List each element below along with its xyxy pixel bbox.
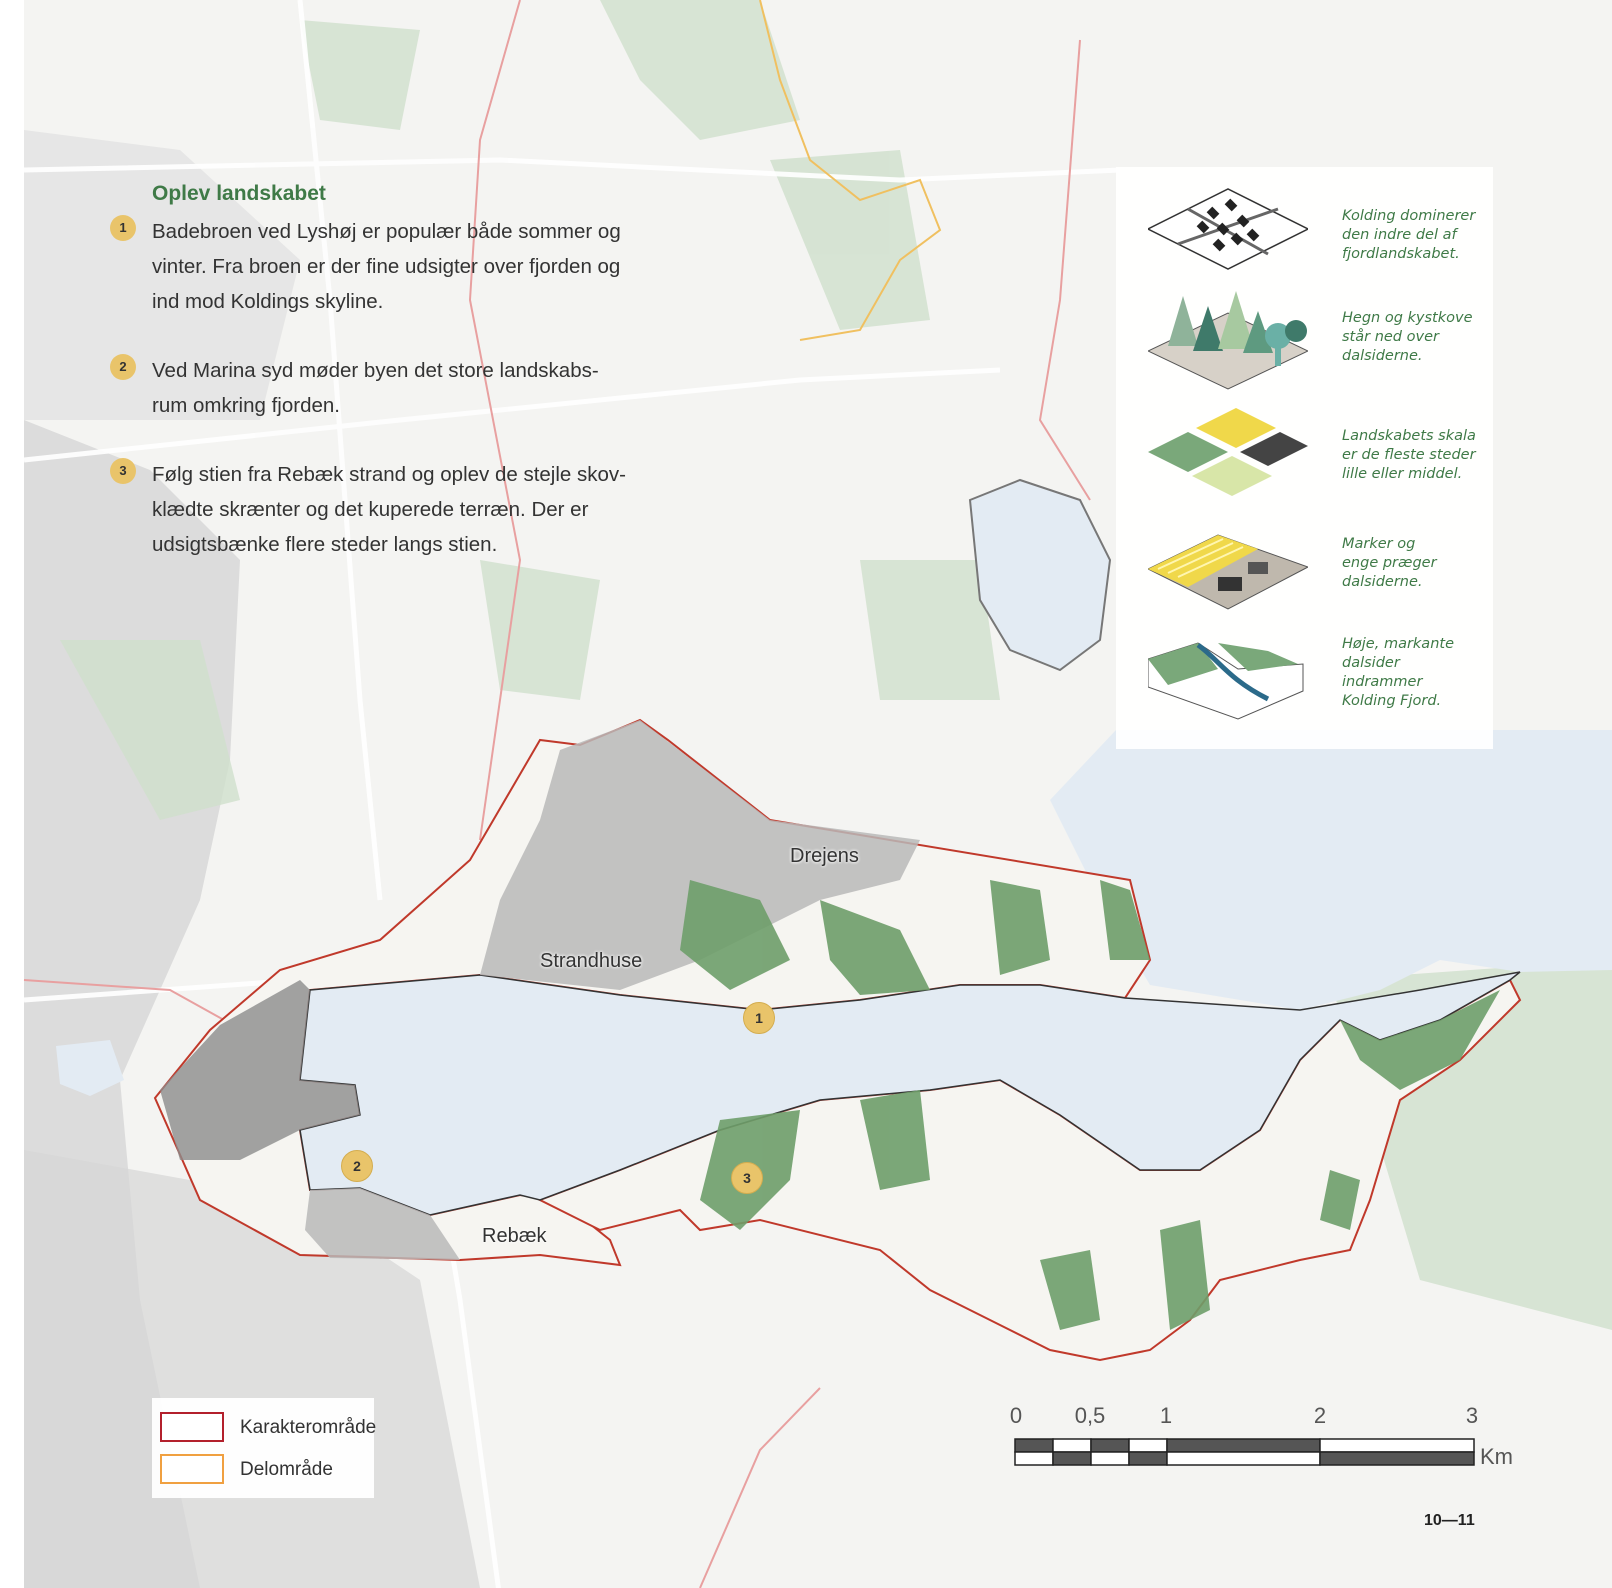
intro-item: 1 Badebroen ved Lyshøj er populær både s…	[110, 214, 700, 319]
field-scale-icon	[1148, 408, 1308, 496]
page-number: 10—11	[1424, 1512, 1475, 1529]
characteristic-text: Kolding dominerer den indre del af fjord…	[1342, 208, 1476, 262]
legend-label: Karakterområde	[240, 1417, 377, 1438]
legend-swatch-karakteromraade	[160, 1412, 224, 1442]
scale-label: 3	[1465, 1403, 1479, 1428]
intro-item: 3 Følg stien fra Rebæk strand og oplev d…	[110, 457, 700, 562]
urban-drejens	[480, 720, 920, 990]
valley-river-icon	[1148, 642, 1304, 720]
number-badge: 2	[110, 354, 136, 380]
lake-north	[968, 478, 1112, 672]
characteristic-text: Landskabets skala er de fleste steder li…	[1342, 428, 1476, 482]
characteristic-text: Høje, markante dalsider indrammer Koldin…	[1342, 636, 1454, 709]
legend-label: Delområde	[240, 1459, 333, 1480]
characteristic-text: Marker og enge præger dalsiderne.	[1342, 536, 1437, 590]
characteristics-panel: Kolding dominerer den indre del af fjord…	[1116, 167, 1493, 749]
place-label-strandhuse: Strandhuse	[540, 950, 643, 972]
fjord-water	[299, 971, 1521, 1216]
scale-bar	[1014, 1438, 1475, 1466]
lake-west	[56, 1040, 124, 1096]
scale-label: 0	[1009, 1403, 1023, 1428]
urban-rebaek	[305, 1188, 460, 1260]
place-label-drejens: Drejens	[790, 845, 859, 867]
intro-panel: Oplev landskabet 1 Badebroen ved Lyshøj …	[110, 182, 700, 596]
map-legend: Karakterområde Delområde	[152, 1398, 377, 1498]
characteristic-item: Landskabets skala er de fleste steder li…	[1116, 402, 1493, 512]
characteristic-item: Kolding dominerer den indre del af fjord…	[1116, 177, 1493, 287]
legend-swatch-delomraade	[160, 1454, 224, 1484]
map-marker-1[interactable]: 1	[743, 1002, 775, 1034]
scale-label: 1	[1159, 1403, 1173, 1428]
intro-item-text: Ved Marina syd møder byen det store land…	[152, 359, 599, 417]
intro-item-text: Følg stien fra Rebæk strand og oplev de …	[152, 463, 626, 556]
scale-unit: Km	[1480, 1444, 1513, 1469]
urban-harbour	[160, 980, 360, 1160]
intro-item: 2 Ved Marina syd møder byen det store la…	[110, 353, 700, 423]
intro-item-text: Badebroen ved Lyshøj er populær både som…	[152, 220, 621, 313]
scale-label: 0,5	[1074, 1403, 1106, 1428]
map-marker-3[interactable]: 3	[731, 1162, 763, 1194]
characteristic-item: Marker og enge præger dalsiderne.	[1116, 515, 1493, 625]
map-marker-2[interactable]: 2	[341, 1150, 373, 1182]
scale-label: 2	[1313, 1403, 1327, 1428]
characteristic-item: Høje, markante dalsider indrammer Koldin…	[1116, 627, 1493, 737]
characteristic-text: Hegn og kystkove står ned over dalsidern…	[1342, 310, 1473, 364]
intro-title: Oplev landskabet	[152, 182, 326, 205]
number-badge: 1	[110, 215, 136, 241]
forest-icon	[1148, 291, 1308, 390]
city-grid-icon	[1148, 188, 1308, 270]
number-badge: 3	[110, 458, 136, 484]
characteristic-item: Hegn og kystkove står ned over dalsidern…	[1116, 289, 1493, 399]
sea-east	[1050, 730, 1612, 1010]
place-label-rebaek: Rebæk	[482, 1225, 547, 1247]
pasture-animals-icon	[1148, 534, 1308, 610]
